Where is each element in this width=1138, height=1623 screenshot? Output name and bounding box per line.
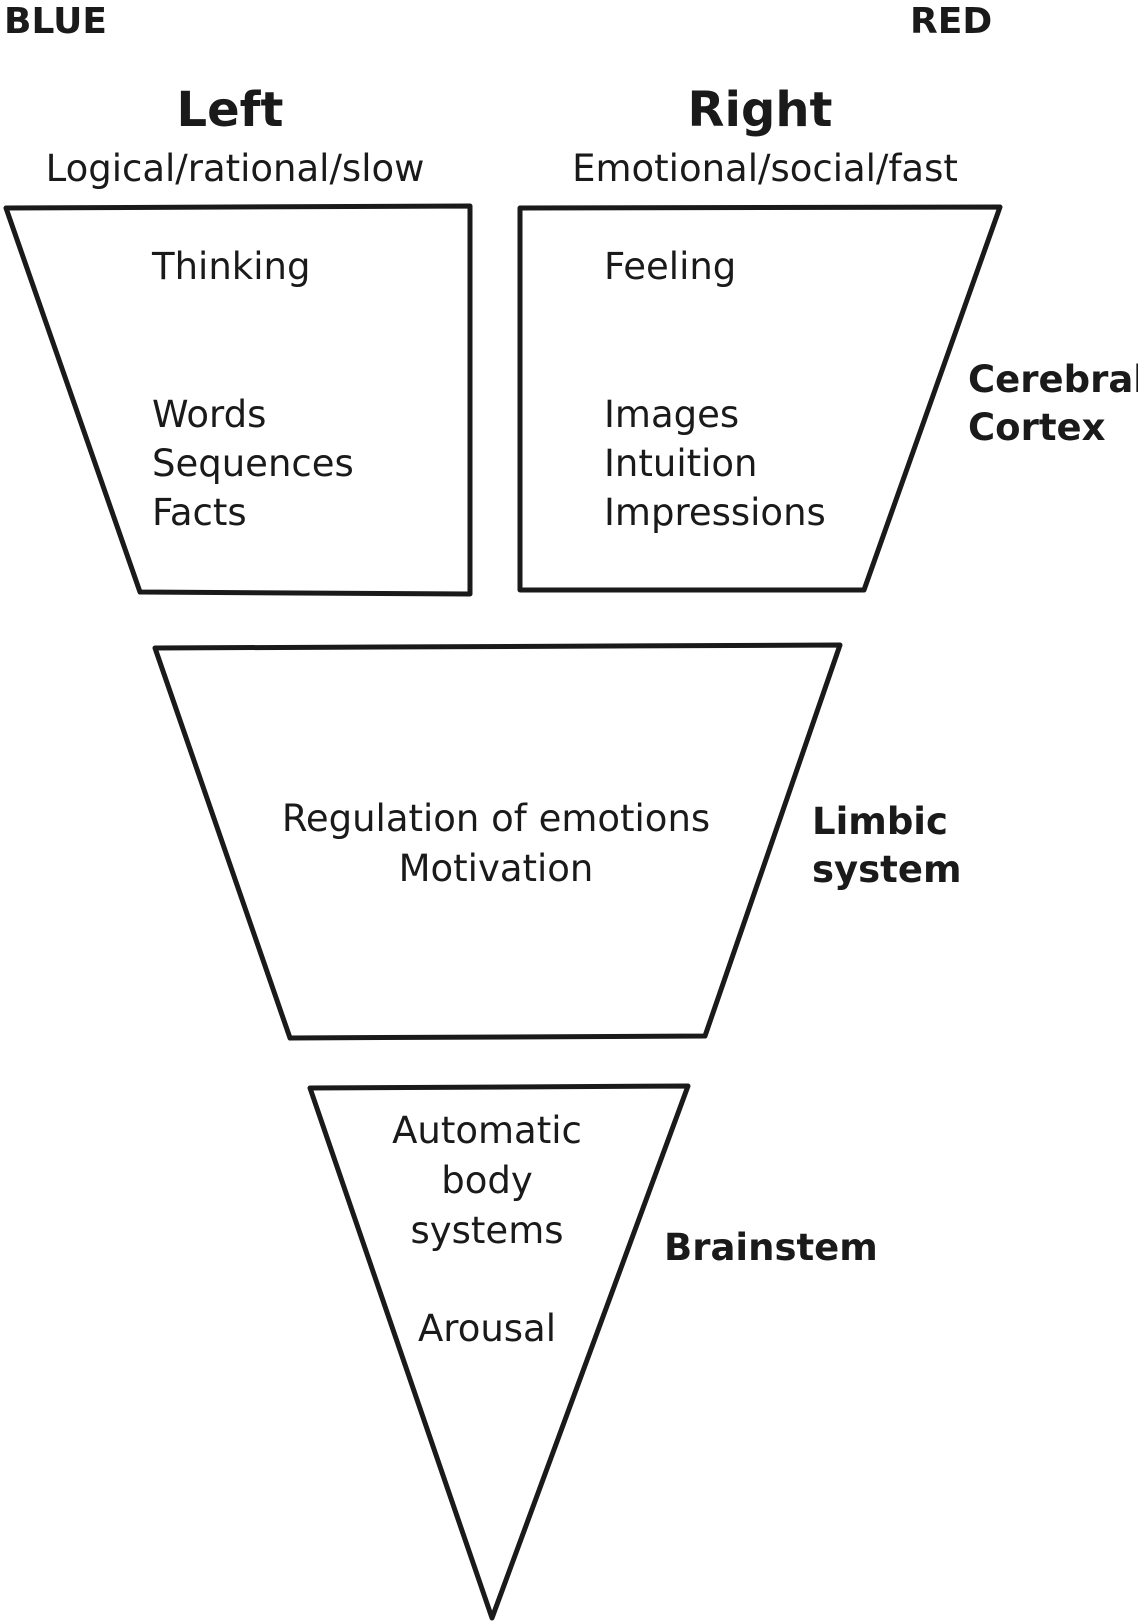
brainstem-shape xyxy=(307,1083,691,1621)
right-subtitle: Emotional/social/fast xyxy=(572,147,958,190)
left-cortex-shape xyxy=(3,203,473,597)
left-item-thinking: Thinking xyxy=(152,245,311,288)
left-subtitle: Logical/rational/slow xyxy=(45,147,425,190)
region-label-cerebral: Cerebral xyxy=(968,358,1138,401)
right-item-images: Images xyxy=(604,393,740,436)
brainstem-item-systems: systems xyxy=(410,1209,564,1252)
brainstem-item-body: body xyxy=(441,1159,533,1202)
red-label: RED xyxy=(910,1,993,42)
left-item-facts: Facts xyxy=(152,491,247,534)
region-label-system: system xyxy=(812,848,962,891)
right-item-intuition: Intuition xyxy=(604,442,758,485)
right-item-impressions: Impressions xyxy=(604,491,826,534)
left-item-sequences: Sequences xyxy=(152,442,354,485)
region-label-cortex: Cortex xyxy=(968,406,1106,449)
limbic-item-motivation: Motivation xyxy=(398,847,594,890)
limbic-item-regulation: Regulation of emotions xyxy=(281,797,711,840)
brainstem-item-automatic: Automatic xyxy=(392,1109,582,1152)
left-title: Left xyxy=(176,82,284,138)
right-title: Right xyxy=(687,82,833,138)
left-item-words: Words xyxy=(152,393,267,436)
right-cortex-shape xyxy=(517,204,1003,593)
brainstem-item-arousal: Arousal xyxy=(417,1307,557,1350)
blue-label: BLUE xyxy=(4,1,107,42)
region-label-brainstem: Brainstem xyxy=(664,1226,878,1269)
limbic-shape xyxy=(152,642,843,1041)
region-label-limbic: Limbic xyxy=(812,800,948,843)
right-item-feeling: Feeling xyxy=(604,245,737,288)
